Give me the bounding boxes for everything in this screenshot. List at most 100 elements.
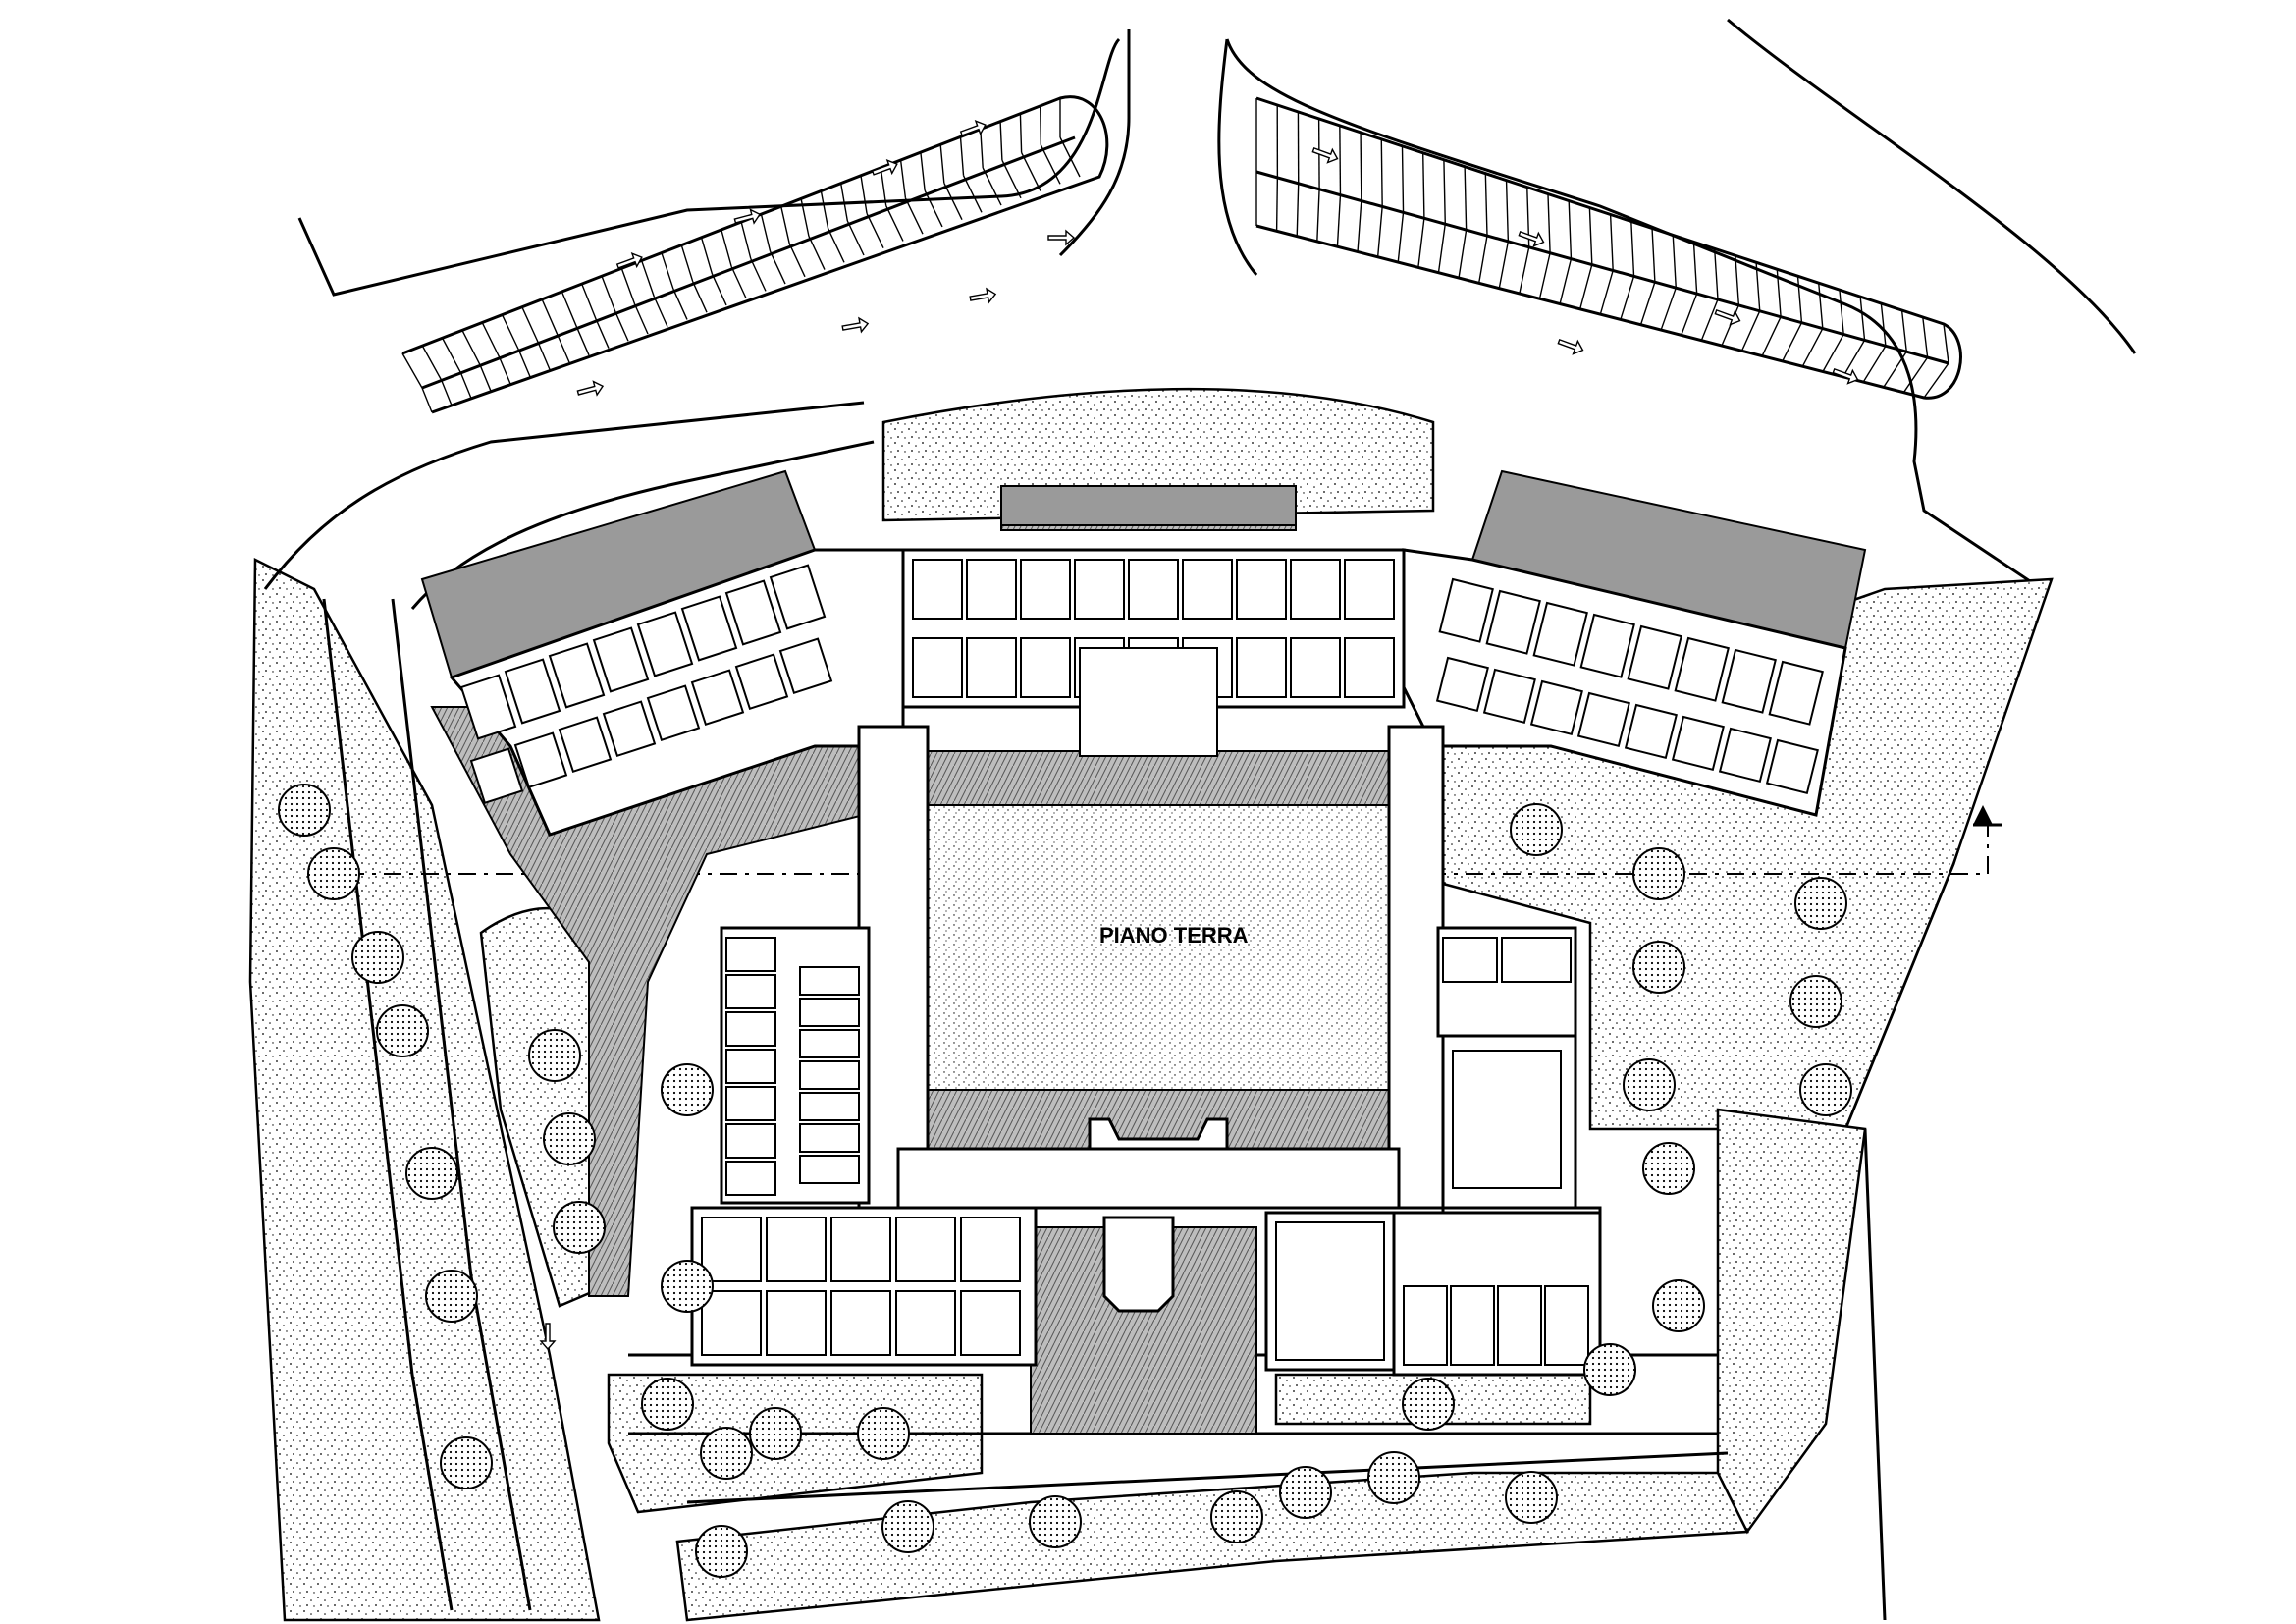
room xyxy=(1579,613,1635,678)
parking-stall-line xyxy=(1782,322,1803,362)
clinic-room xyxy=(725,974,776,1009)
parking-stall-line xyxy=(692,281,708,313)
parking-stall-line xyxy=(634,303,649,335)
east-wing xyxy=(1402,469,1867,817)
tree-icon xyxy=(881,1500,934,1553)
clinic-room xyxy=(725,1086,776,1121)
parking-stall-line xyxy=(711,273,727,306)
room xyxy=(1020,637,1071,698)
room xyxy=(724,579,782,646)
courtyard-top-band xyxy=(917,750,1429,811)
parking-stall-line xyxy=(561,291,578,328)
room xyxy=(1765,738,1819,795)
tree-icon xyxy=(278,784,331,837)
parking-stall-line xyxy=(1630,221,1635,277)
parking-stall-line xyxy=(1651,228,1656,283)
room xyxy=(1236,637,1287,698)
parking-stall-line xyxy=(614,311,629,342)
parking-stall-line xyxy=(780,206,790,244)
parking-stall-line xyxy=(1761,316,1782,356)
parking-stall-line xyxy=(595,319,610,349)
traffic-arrow-icon xyxy=(871,159,898,176)
clinic-room xyxy=(799,1155,860,1184)
traffic-arrow-icon xyxy=(1518,230,1545,247)
parking-stall-line xyxy=(1464,166,1468,231)
room xyxy=(895,1290,956,1356)
parking-stall-line xyxy=(1336,194,1342,247)
tree-icon xyxy=(1799,1063,1852,1116)
parking-stall-line xyxy=(1660,287,1677,331)
room xyxy=(1438,577,1494,643)
parking-stall-line xyxy=(1001,159,1022,199)
tree-icon xyxy=(1632,847,1685,900)
parking-stall-line xyxy=(1421,152,1425,219)
courtyard-corridors xyxy=(857,725,1445,1210)
parking-stall-line xyxy=(980,129,984,168)
clinic-room xyxy=(799,998,860,1027)
traffic-arrow-icon xyxy=(841,316,870,334)
room xyxy=(469,747,524,805)
floor-label: PIANO TERRA xyxy=(1099,923,1249,947)
clinic-room xyxy=(799,1123,860,1153)
parking-stall-line xyxy=(421,345,443,381)
traffic-arrow-icon xyxy=(615,252,643,269)
traffic-arrow-icon xyxy=(959,120,987,136)
tree-icon xyxy=(376,1004,429,1057)
parking-stall-line xyxy=(1740,310,1761,352)
site-boundary xyxy=(297,18,2137,1621)
parking-stall-line xyxy=(1020,152,1041,191)
parking-stall-line xyxy=(1599,270,1614,315)
south-block xyxy=(690,1206,1602,1377)
tree-icon xyxy=(1367,1451,1420,1504)
parking-stall-line xyxy=(959,136,965,176)
central-courtyard xyxy=(927,804,1390,1091)
parking-stall-line xyxy=(1713,248,1719,300)
traffic-arrow-icon xyxy=(1832,367,1859,385)
room xyxy=(1344,637,1395,698)
parking-stall-line xyxy=(1417,218,1425,268)
parking-stall-line xyxy=(517,350,531,377)
room xyxy=(1485,589,1541,655)
parking-stall-line xyxy=(1735,255,1740,305)
clinic-room xyxy=(725,1011,776,1047)
room xyxy=(1544,1285,1589,1366)
room xyxy=(778,637,833,695)
clinic-room xyxy=(725,1123,776,1159)
room xyxy=(966,637,1017,698)
parking-stall-line xyxy=(1547,193,1551,253)
tree-icon xyxy=(1632,941,1685,994)
tree-icon xyxy=(1029,1495,1082,1548)
room xyxy=(766,1290,827,1356)
parking-stall-line xyxy=(1477,235,1488,284)
parking-stall-line xyxy=(401,352,423,389)
parking-stall-line xyxy=(421,387,433,413)
room xyxy=(1290,637,1341,698)
parking-stall-line xyxy=(1839,290,1844,335)
parking-stall-line xyxy=(860,175,868,214)
parking-stall-line xyxy=(1801,328,1824,367)
room xyxy=(680,595,738,662)
clinic-room xyxy=(799,1029,860,1058)
parking-stall-line xyxy=(1639,282,1656,325)
room xyxy=(960,1217,1021,1282)
parking-stall-line xyxy=(461,330,481,366)
parking-stall-line xyxy=(1505,180,1510,242)
parking-stall-line xyxy=(924,189,943,228)
parking-stall-line xyxy=(820,190,829,229)
tree-icon xyxy=(1505,1471,1558,1524)
tree-icon xyxy=(528,1029,581,1082)
tree-icon xyxy=(661,1260,714,1313)
room xyxy=(1403,1285,1448,1366)
parking-stall-line xyxy=(1275,177,1279,232)
tree-icon xyxy=(1623,1058,1676,1111)
parking-stall-line xyxy=(1721,304,1740,347)
room xyxy=(1290,559,1341,620)
room xyxy=(1627,624,1682,690)
room xyxy=(504,658,561,725)
room xyxy=(1721,648,1777,714)
parking-northwest xyxy=(401,95,1109,414)
parking-stall-line xyxy=(769,250,786,285)
parking-stall-line xyxy=(1443,159,1446,225)
room xyxy=(1074,559,1125,620)
west-clinic-block xyxy=(720,926,871,1205)
